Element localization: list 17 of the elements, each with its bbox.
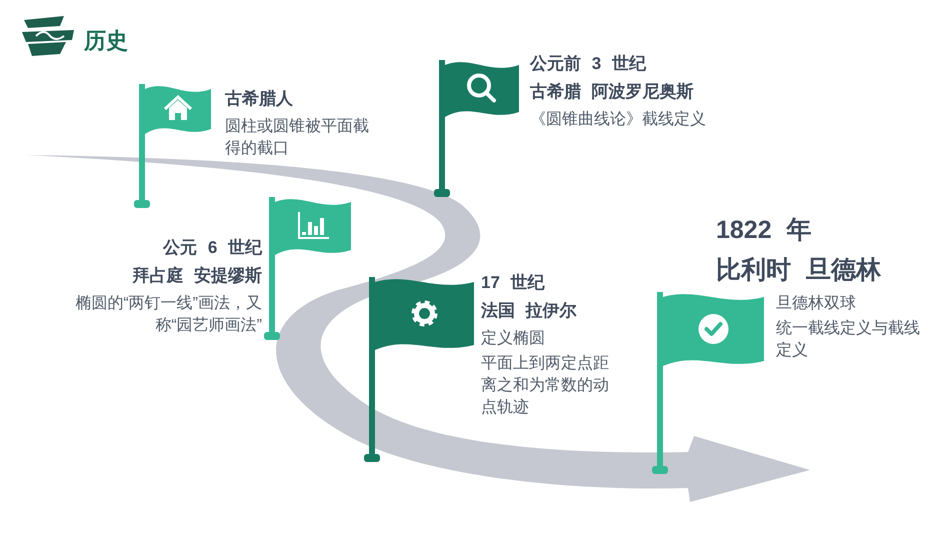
heading-text: 公元前 3 世纪 [530,53,648,75]
heading-text: 17 世纪 [481,272,546,294]
description-text: 定义椭圆 [481,328,546,349]
description-text: 圆柱或圆锥被平面截得的截口 [225,116,370,159]
description-text: 平面上到两定点距离之和为常数的动点轨迹 [481,354,610,418]
title: 历史 [84,27,128,55]
heading-text: 比利时 旦德林 [716,255,882,286]
heading-text: 古希腊人 [225,88,294,110]
description-text: 统一截线定义与截线定义 [775,318,921,361]
description-text: 旦德林双球 [775,294,857,314]
description-text: 椭圆的“两钉一线”画法，又称“园艺师画法” [74,294,262,336]
description-text: 《圆锥曲线论》截线定义 [530,110,707,130]
heading-text: 拜占庭 安提缪斯 [131,265,262,287]
heading-text: 古希腊 阿波罗尼奥斯 [530,81,695,103]
heading-text: 法国 拉伊尔 [481,300,578,322]
heading-text: 1822 年 [716,215,813,246]
heading-text: 公元 6 世纪 [162,237,262,259]
